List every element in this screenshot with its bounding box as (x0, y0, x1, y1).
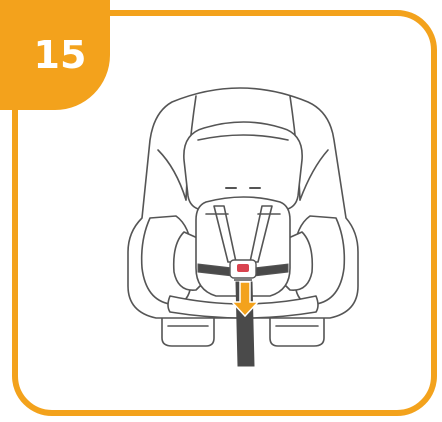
seat-base-right (270, 318, 324, 346)
buckle (230, 260, 256, 280)
seat-base (162, 318, 214, 346)
body-pad (196, 197, 290, 296)
